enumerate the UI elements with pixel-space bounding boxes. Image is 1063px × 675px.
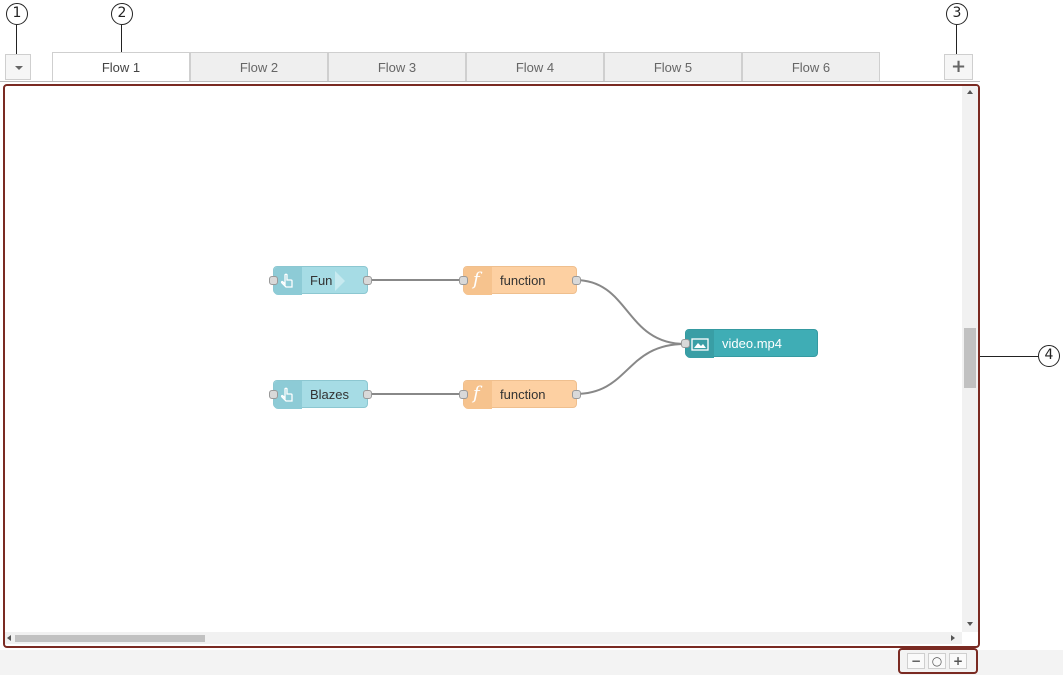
zoom-reset-button[interactable]: ○ [928,653,946,669]
node-label: Blazes [310,387,350,402]
callout-3: 3 [946,3,968,25]
scroll-left-icon[interactable] [7,635,11,641]
node-label: video.mp4 [722,336,782,351]
tab-bar-divider [0,81,980,82]
vertical-scroll-thumb[interactable] [964,328,976,388]
node-label: function [500,387,546,402]
input-port[interactable] [681,339,690,348]
function-icon: f [464,267,492,295]
callout-2: 2 [111,3,133,25]
input-port[interactable] [459,276,468,285]
chevron-right-icon [335,271,345,291]
wire-function1-to-video [574,279,686,345]
tab-flow-5[interactable]: Flow 5 [604,52,742,81]
hand-pointer-icon [274,267,302,295]
caret-down-icon [15,66,23,70]
callout-2-leader [121,25,123,53]
image-icon [686,330,714,358]
node-function-1[interactable]: f function [459,266,581,295]
node-label: Fun [310,273,333,288]
callout-1-leader [16,25,18,57]
zoom-controls: − ○ + [898,648,978,674]
output-port[interactable] [572,390,581,399]
node-function-2[interactable]: f function [459,380,581,409]
node-label: function [500,273,546,288]
horizontal-scrollbar[interactable] [5,632,962,644]
output-port[interactable] [363,276,372,285]
tab-flow-6[interactable]: Flow 6 [742,52,880,81]
tab-flow-2[interactable]: Flow 2 [190,52,328,81]
tab-flow-3[interactable]: Flow 3 [328,52,466,81]
output-port[interactable] [572,276,581,285]
zoom-out-button[interactable]: − [907,653,925,669]
callout-4-leader [980,356,1038,358]
tab-flow-4[interactable]: Flow 4 [466,52,604,81]
callout-3-leader [956,25,958,55]
add-flow-button[interactable]: + [944,54,973,80]
input-port[interactable] [459,390,468,399]
function-icon: f [464,381,492,409]
wire-function2-to-video [574,343,686,395]
scroll-up-icon[interactable] [967,90,973,94]
hand-pointer-icon [274,381,302,409]
horizontal-scroll-thumb[interactable] [15,635,205,642]
scroll-down-icon[interactable] [967,622,973,626]
callout-4: 4 [1038,345,1060,367]
node-video[interactable]: video.mp4 [681,329,818,358]
flow-menu-button[interactable] [5,54,31,80]
callout-1: 1 [6,3,28,25]
flow-workspace[interactable]: Fun f function video.mp4 Blazes f func [3,84,980,648]
tab-flow-1[interactable]: Flow 1 [52,52,190,82]
node-fun[interactable]: Fun [269,266,372,295]
zoom-in-button[interactable]: + [949,653,967,669]
output-port[interactable] [363,390,372,399]
input-port[interactable] [269,276,278,285]
node-blazes[interactable]: Blazes [269,380,372,409]
vertical-scrollbar[interactable] [962,86,978,632]
scroll-right-icon[interactable] [951,635,955,641]
wires [367,279,686,395]
input-port[interactable] [269,390,278,399]
status-bar [0,650,1063,675]
